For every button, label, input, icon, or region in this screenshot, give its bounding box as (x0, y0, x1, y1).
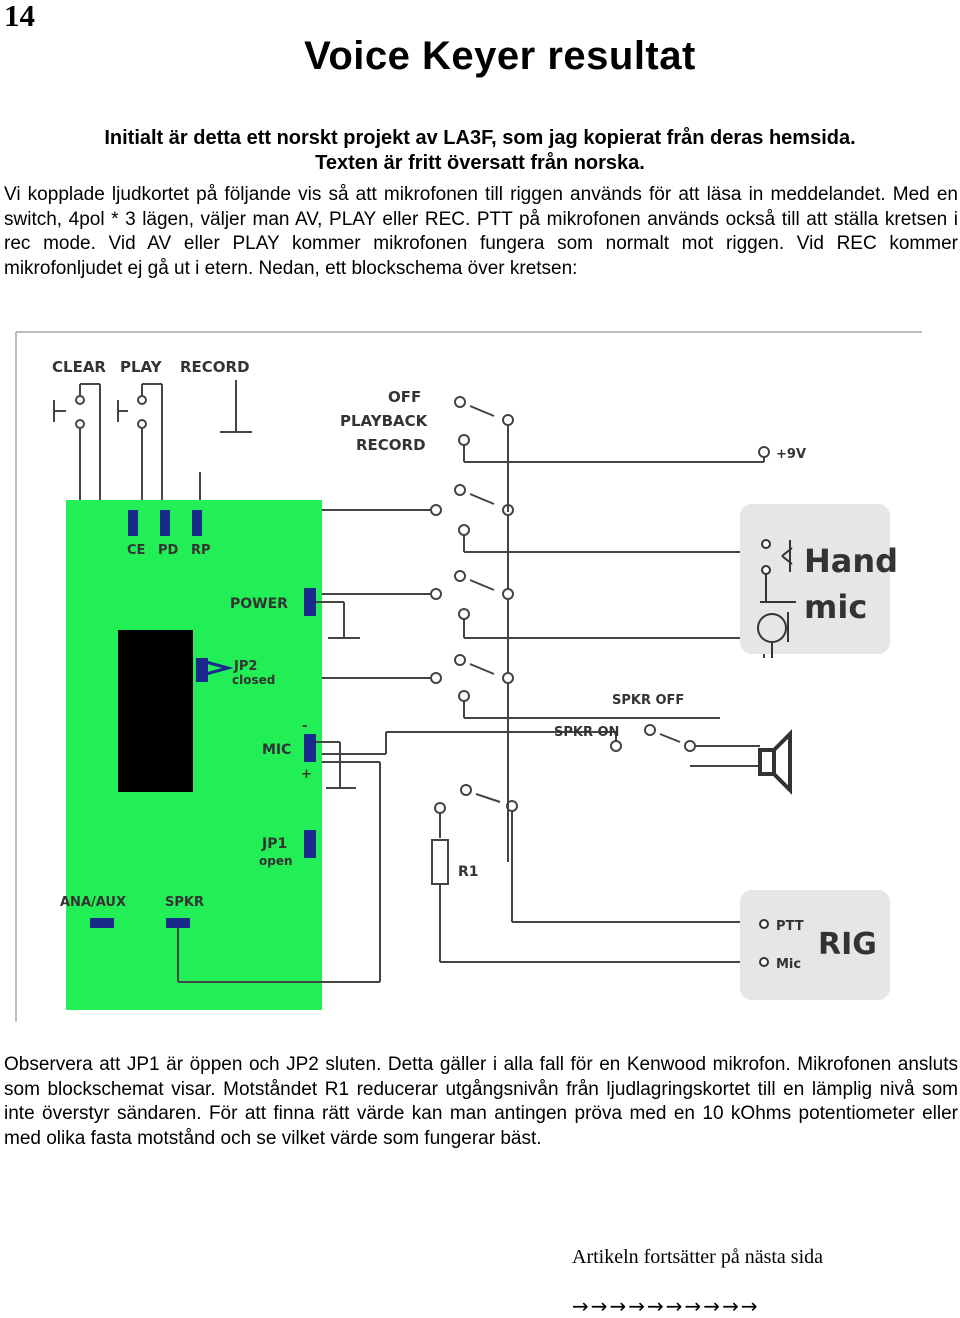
jumper-pd (160, 510, 170, 536)
mic-connector (304, 734, 316, 762)
label-rp: RP (191, 543, 211, 558)
label-rig: RIG (818, 927, 877, 962)
label-record: RECORD (356, 436, 426, 454)
label-ana-aux: ANA/AUX (60, 895, 126, 910)
jumper-ce (128, 510, 138, 536)
label-clear: CLEAR (52, 358, 106, 376)
jp2-connector (196, 658, 208, 682)
label-mic-plus: + (301, 767, 312, 782)
intro-paragraph: Vi kopplade ljudkortet på följande vis s… (4, 183, 958, 281)
label-jp2: JP2 (233, 659, 257, 674)
label-spkr-on: SPKR ON (554, 725, 619, 740)
label-ce: CE (127, 543, 145, 558)
label-jp1: JP1 (261, 836, 287, 852)
label-r1: R1 (458, 864, 479, 880)
resistor-r1 (431, 839, 449, 885)
label-mic: MIC (262, 742, 291, 758)
jp1-connector (304, 830, 316, 858)
label-ptt: PTT (776, 919, 804, 934)
label-record-button: RECORD (180, 358, 250, 376)
label-spkr-off: SPKR OFF (612, 693, 684, 708)
label-power: POWER (230, 596, 288, 612)
power-connector (304, 588, 316, 616)
label-jp1-state: open (259, 854, 293, 868)
jumper-rp (192, 510, 202, 536)
chip (118, 630, 193, 792)
hand-mic-panel (740, 504, 890, 654)
page-title: Voice Keyer resultat (304, 34, 696, 78)
continue-arrows: →→→→→→→→→→ (572, 1294, 760, 1318)
label-off: OFF (388, 388, 421, 406)
spkr-connector (166, 918, 190, 928)
intro-bold-line: Initialt är detta ett norskt projekt av … (104, 127, 856, 149)
label-hand: Hand (804, 542, 898, 580)
speaker-icon (758, 729, 792, 795)
intro-bold-block: Initialt är detta ett norskt projekt av … (0, 126, 960, 176)
continue-note: Artikeln fortsätter på nästa sida (572, 1246, 824, 1268)
label-mic-minus: - (302, 719, 307, 734)
outro-text: Observera att JP1 är öppen och JP2 slute… (4, 1054, 958, 1149)
intro-bold-line: Texten är fritt översatt från norska. (315, 152, 645, 174)
rig-panel (740, 890, 890, 1000)
ana-aux-connector (90, 918, 114, 928)
intro-text: Vi kopplade ljudkortet på följande vis s… (4, 184, 958, 279)
label-pd: PD (158, 543, 179, 558)
page-number: 14 (4, 0, 35, 33)
label-mic-word: mic (804, 588, 867, 626)
label-supply: +9V (776, 447, 806, 462)
block-diagram: CE PD RP POWER MIC - + JP1 open JP2 clos… (15, 331, 922, 1022)
outro-paragraph: Observera att JP1 är öppen och JP2 slute… (4, 1053, 958, 1151)
label-rig-mic: Mic (776, 957, 801, 972)
label-playback: PLAYBACK (340, 412, 429, 430)
label-play: PLAY (120, 358, 163, 376)
label-spkr: SPKR (165, 895, 204, 910)
label-jp2-state: closed (232, 673, 275, 687)
